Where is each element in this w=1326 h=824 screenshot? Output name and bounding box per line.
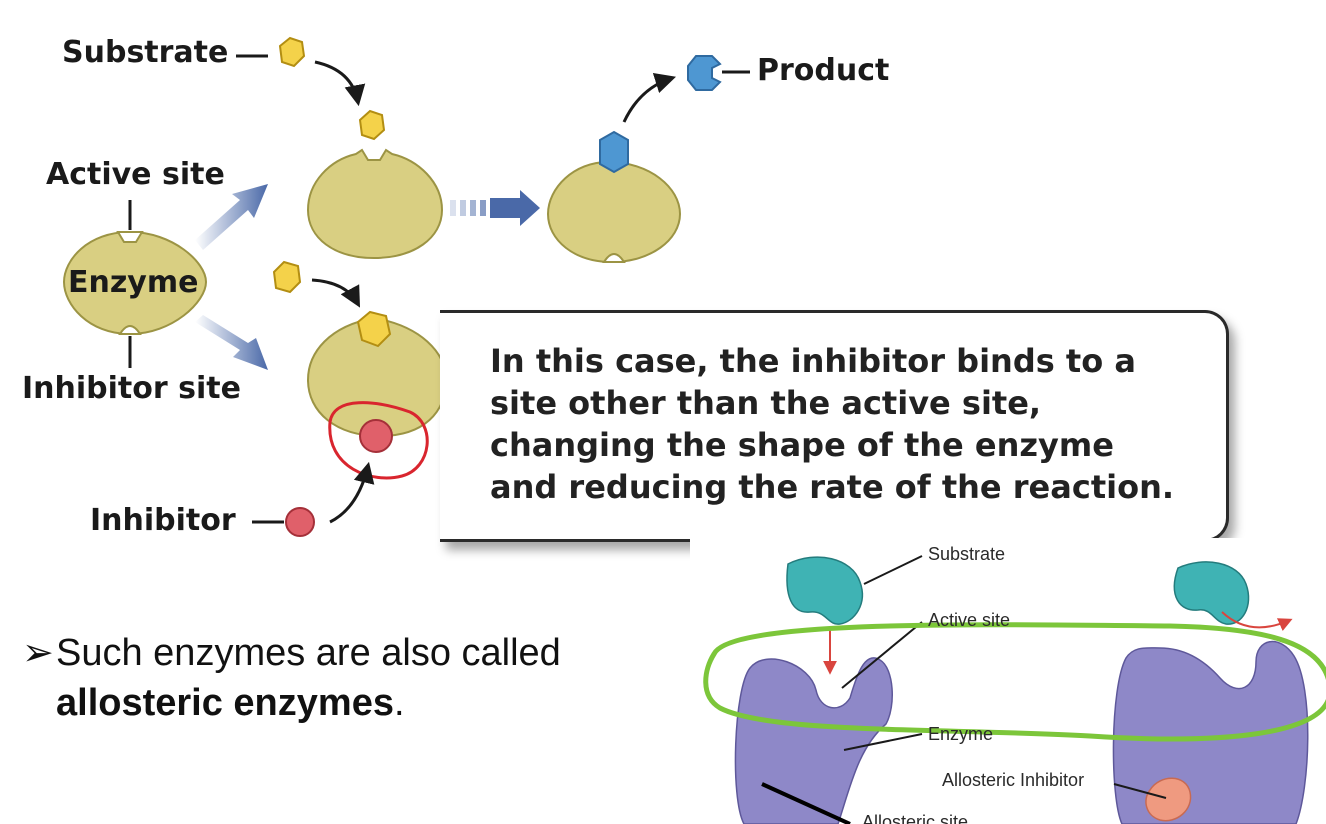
photo-allosteric-inhibitor [1145, 777, 1192, 822]
active-site-notch [116, 231, 144, 243]
callout-line: In this case, the inhibitor binds to a [490, 342, 1136, 380]
photo-enzyme-right [1112, 640, 1309, 824]
bullet-text-bold: allosteric enzymes [56, 682, 394, 724]
photo-substrate-left [786, 556, 863, 625]
substrate2-arrow [311, 278, 361, 308]
bullet-text-end: . [393, 682, 405, 724]
photo-pointer-active-site [841, 621, 923, 689]
photo-pointer-enzyme [843, 733, 923, 751]
photo-label-substrate: Substrate [928, 544, 1006, 564]
reaction-arrow [490, 190, 540, 226]
photo-pointer-substrate [863, 555, 923, 585]
photo-substrate-right [1173, 561, 1250, 625]
enzyme-shape-product [546, 160, 682, 264]
callout-line: site other than the active site, [490, 384, 1042, 422]
enzyme-shape-top [306, 148, 444, 260]
callout-text: In this case, the inhibitor binds to a s… [490, 340, 1210, 508]
inhibitor-site-notch [118, 325, 142, 335]
inhibitor-site-label: Inhibitor site [22, 371, 241, 406]
product-arrow [622, 72, 677, 123]
product-shape [687, 55, 722, 91]
bullet-text-plain: Such enzymes are also called [56, 632, 561, 674]
photo-label-active-site: Active site [928, 610, 1011, 630]
allosteric-illustration [703, 555, 1326, 824]
substrate-hexagon-bound [358, 109, 386, 141]
substrate-hexagon [278, 36, 306, 68]
photo-label-allosteric-site: Allosteric site [862, 812, 969, 824]
inhibitor-highlight-circle [328, 401, 429, 480]
bullet-arrow-icon: ➢ [22, 632, 54, 674]
product-shape-bound [599, 130, 629, 174]
inhibitor-bound [359, 419, 393, 453]
inhibitor-label: Inhibitor [90, 503, 236, 538]
bullet-text: Such enzymes are also called allosteric … [22, 628, 682, 728]
substrate-label: Substrate [62, 35, 229, 70]
pathway-arrow-upper [195, 184, 268, 250]
photo-label-allosteric-inhibitor: Allosteric Inhibitor [942, 770, 1085, 790]
photo-label-enzyme: Enzyme [928, 724, 994, 744]
callout-line: changing the shape of the enzyme [490, 426, 1114, 464]
active-site-label: Active site [46, 157, 225, 192]
inhibitor-to-enzyme-arrow [329, 461, 375, 524]
photo-red-arrow-right [1221, 611, 1293, 631]
callout-line: and reducing the rate of the reaction. [490, 468, 1174, 506]
substrate-hexagon-bound-2 [356, 310, 392, 348]
pathway-arrow-lower [195, 315, 268, 370]
inhibitor-circle [285, 507, 315, 537]
product-label: Product [757, 53, 890, 88]
substrate-to-enzyme-arrow [314, 60, 366, 107]
photo-pointer-inhibitor [1113, 783, 1167, 799]
enzyme-label: Enzyme [68, 265, 199, 300]
allosteric-photo-diagram: Substrate Active site Enzyme Allosteric … [690, 538, 1326, 824]
photo-pointer-allosteric-site [761, 782, 851, 824]
photo-enzyme-left [734, 657, 893, 824]
substrate-hexagon-2 [272, 260, 302, 294]
green-highlight-loop [703, 622, 1326, 742]
bullet-point: ➢ Such enzymes are also called allosteri… [22, 628, 682, 728]
